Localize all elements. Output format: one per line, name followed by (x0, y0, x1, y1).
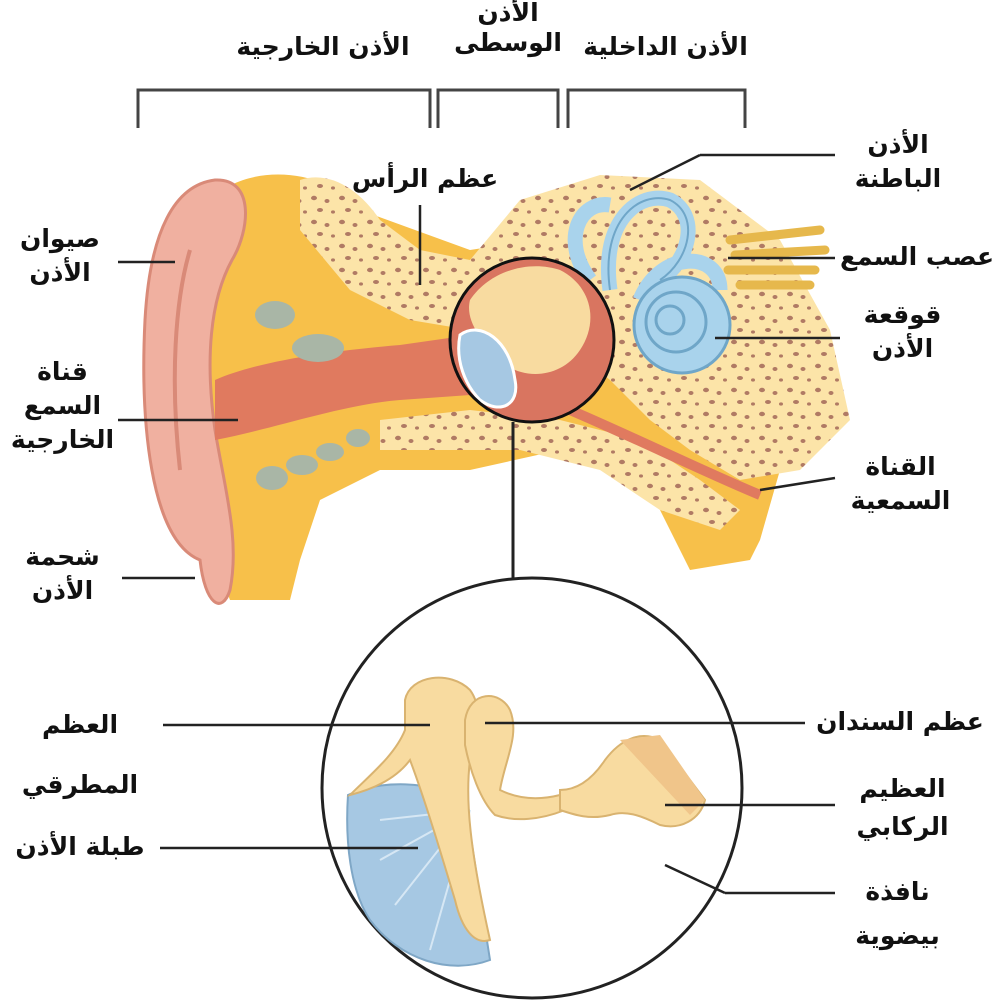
label-eustachian-tube: القناة السمعية (838, 450, 963, 518)
middle-ear-magnifier (450, 258, 614, 422)
cochlea (634, 277, 730, 373)
label-cochlea-line1: قوقعة (845, 298, 960, 332)
label-eustachian-line1: القناة (838, 450, 963, 484)
section-middle-line1: الأذن (448, 0, 568, 28)
label-eustachian-line2: السمعية (838, 484, 963, 518)
section-middle-line2: الوسطى (448, 28, 568, 58)
label-skull-bone: عظم الرأس (345, 162, 505, 196)
label-eardrum: طبلة الأذن (0, 830, 160, 864)
label-ear-flap: صيوان الأذن (5, 222, 115, 290)
label-stapes-line2: الركابي (840, 808, 965, 846)
label-incus: عظم السندان (805, 705, 995, 739)
label-ear-flap-line2: الأذن (5, 256, 115, 290)
label-earlobe-line1: شحمة (5, 540, 120, 574)
label-malleus-line1: العظم (0, 695, 160, 755)
inner-ear-bracket (568, 90, 745, 128)
section-middle-ear: الأذن الوسطى (448, 0, 568, 58)
label-inner-ear-line1: الأذن (838, 128, 958, 162)
label-malleus: العظم المطرقي (0, 695, 160, 815)
label-oval-window: نافذة بيضوية (835, 870, 960, 958)
section-inner-ear: الأذن الداخلية (568, 30, 763, 64)
section-outer-ear: الأذن الخارجية (218, 30, 428, 64)
label-inner-ear-line2: الباطنة (838, 162, 958, 196)
outer-ear-bracket (138, 90, 430, 128)
label-malleus-line2: المطرقي (0, 755, 160, 815)
label-cochlea: قوقعة الأذن (845, 298, 960, 366)
label-ear-flap-line1: صيوان (5, 222, 115, 256)
label-earlobe-line2: الأذن (5, 574, 120, 608)
label-stapes-line1: العظيم (840, 770, 965, 808)
label-earlobe: شحمة الأذن (5, 540, 120, 608)
label-oval-window-line1: نافذة (835, 870, 960, 914)
middle-ear-bracket (438, 90, 558, 128)
label-ear-canal-line1: قناة (0, 355, 125, 389)
label-ear-canal-line2: السمع (0, 389, 125, 423)
label-inner-ear: الأذن الباطنة (838, 128, 958, 196)
label-stapes: العظيم الركابي (840, 770, 965, 846)
label-auditory-nerve: عصب السمع (838, 240, 996, 274)
section-brackets (138, 90, 745, 128)
label-ear-canal: قناة السمع الخارجية (0, 355, 125, 457)
label-oval-window-line2: بيضوية (835, 914, 960, 958)
label-cochlea-line2: الأذن (845, 332, 960, 366)
label-ear-canal-line3: الخارجية (0, 423, 125, 457)
